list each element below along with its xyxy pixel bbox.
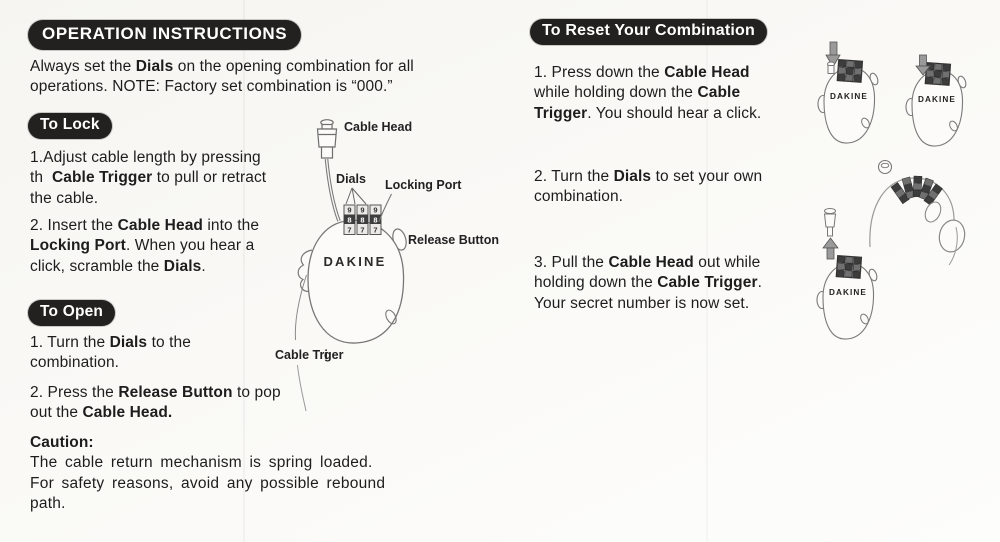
lock-illustration-pull [816, 254, 879, 340]
intro-paragraph: Always set the Dials on the opening comb… [30, 57, 414, 98]
cable-line-highlight [325, 158, 340, 222]
heading-to-reset: To Reset Your Combination [530, 19, 768, 45]
reset-step-2: 2. Turn the Dials to set your own combina… [534, 167, 762, 208]
text-run: 2. Turn the [534, 168, 614, 185]
text-run: on the opening combination for all [173, 58, 414, 75]
lock-illustration-press [817, 58, 880, 144]
text-run: Cable Head [117, 217, 203, 234]
lock-body [307, 219, 405, 344]
reset-illustrations: DAKINE [816, 41, 968, 340]
dial-digit: 9 [360, 206, 364, 215]
label-dials: Dials [336, 172, 366, 186]
cable-trigger-leader [294, 274, 307, 341]
dial-digit: 7 [373, 226, 377, 235]
main-lock-diagram: 9 9 9 8 8 8 7 7 7 DAKINE Cable Head Dial… [275, 119, 499, 412]
text-run: For safety reasons, avoid any possible r… [30, 474, 386, 492]
text-run: out while [693, 254, 761, 271]
text-run: . [757, 274, 762, 292]
text-run: to set your own [651, 168, 763, 185]
text-run: out the [30, 404, 83, 422]
cable-trigger-leader-tail [297, 364, 307, 412]
text-run: into the [202, 217, 260, 234]
heading-to-open: To Open [28, 300, 116, 326]
label-release-button: Release Button [408, 233, 499, 247]
label-cable-trigger-1: Cable Tri [275, 348, 328, 362]
text-run: Dials [163, 257, 202, 275]
dial-digit: 8 [347, 216, 351, 225]
dial-digit: 9 [347, 206, 351, 215]
text-run: Release Button [118, 384, 233, 401]
text-run: Locking Port [30, 237, 126, 255]
label-cable-head: Cable Head [344, 120, 412, 134]
lock-illustration-press-2 [905, 61, 968, 147]
text-run: Dials [613, 168, 652, 185]
text-run: . [201, 257, 206, 275]
text-run: 2. Insert the [30, 217, 118, 234]
cable-head-drawing-small [823, 208, 837, 237]
dial-grid: 9 9 9 8 8 8 7 7 7 [343, 204, 382, 235]
down-arrow-icon [825, 41, 841, 68]
text-run: 1.Adjust cable length by pressing [30, 149, 261, 166]
caution-body: The cable return mechanism is spring loa… [30, 454, 385, 512]
text-run: 1. Press down the [534, 64, 665, 81]
to-open-step-2: 2. Press the Release Button to pop out th… [30, 383, 281, 424]
text-run: Trigger [534, 104, 588, 122]
reset-step-3: 3. Pull the Cable Head out while holding … [534, 253, 762, 314]
dials-pointer-fan [345, 187, 367, 205]
heading-to-lock: To Lock [28, 113, 112, 139]
text-run: operations. NOTE: Factory set combinatio… [30, 78, 393, 96]
down-arrow-icon [915, 54, 931, 76]
text-run: combination. [534, 188, 624, 206]
caution-block: Caution: The cable return mechanism is s… [30, 433, 385, 515]
to-open-step-1: 1. Turn the Dials to the combination. [30, 333, 191, 374]
text-run: the cable. [30, 189, 99, 207]
text-run: Cable Head [608, 254, 694, 271]
caution-title: Caution: [30, 434, 94, 451]
cable-head-stub [827, 61, 835, 74]
text-run: Dials [135, 58, 174, 75]
text-run: to pop [232, 384, 281, 401]
dial-digit: 8 [360, 216, 364, 225]
lock-hole [385, 309, 397, 325]
text-run: path. [30, 495, 66, 513]
locking-port-leader [378, 193, 392, 223]
text-run: Cable Trigger [51, 169, 153, 187]
text-run: Dials [109, 334, 148, 351]
cable-line [324, 158, 341, 222]
up-arrow-icon [822, 237, 839, 260]
turn-dials-illustration [869, 159, 966, 266]
cable-head-drawing [316, 119, 338, 159]
text-run: The cable return mechanism is spring loa… [30, 454, 373, 472]
to-lock-step-1: 1.Adjust cable length by pressing th Cabl… [30, 148, 266, 209]
text-run: click, scramble the [30, 257, 164, 275]
text-run: combination. [30, 354, 120, 372]
text-run: Cable Head. [82, 404, 173, 422]
reset-step-1: 1. Press down the Cable Head while holdin… [534, 63, 761, 124]
text-run: 1. Turn the [30, 334, 110, 351]
text-run: Cable Trigger [657, 274, 758, 292]
text-run: Always set the [30, 58, 136, 75]
text-run: . You should hear a click. [587, 104, 762, 122]
text-run: holding down the [534, 274, 658, 292]
label-cable-trigger-2: ger [324, 348, 344, 362]
text-run: 2. Press the [30, 384, 119, 401]
text-run: Cable Head [664, 64, 750, 81]
label-locking-port: Locking Port [385, 178, 462, 192]
text-run: th [30, 169, 52, 187]
text-run: while holding down the [534, 84, 698, 102]
brand-logo: DAKINE [323, 254, 386, 269]
text-run: Your secret number is now set. [534, 294, 750, 312]
heading-operation-instructions: OPERATION INSTRUCTIONS [28, 20, 302, 50]
text-run: Cable [697, 84, 741, 102]
text-run: to the [147, 334, 191, 351]
text-run: to pull or retract [152, 169, 267, 187]
dial-digit: 7 [347, 226, 351, 235]
dial-digit: 8 [373, 216, 377, 225]
text-run: . When you hear a [125, 237, 255, 255]
dial-digit: 7 [360, 226, 364, 235]
curved-dial-band [890, 175, 943, 206]
dial-digit: 9 [373, 206, 377, 215]
text-run: 3. Pull the [534, 254, 609, 271]
